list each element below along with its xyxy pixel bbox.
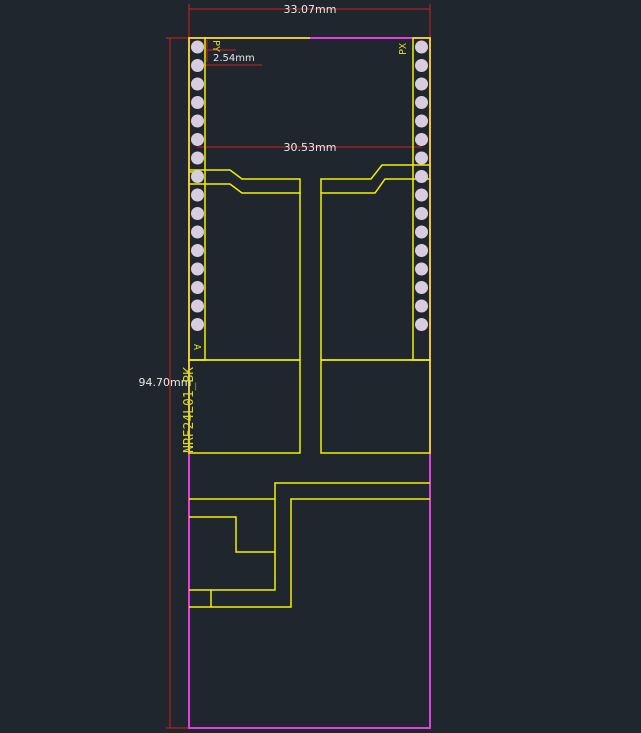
part-number-label: NRF24L01_BK [182, 367, 197, 453]
right-pad [415, 77, 428, 91]
row-spacing-label: 30.53mm [284, 141, 337, 154]
right-pad [415, 262, 428, 276]
bottom-trace-outer [189, 482, 430, 591]
left-trace-upper [189, 169, 301, 193]
copper-traces [188, 37, 431, 608]
right-pad [415, 40, 428, 54]
left-pad [191, 281, 204, 294]
left-pad [191, 170, 204, 183]
right-pad [415, 281, 428, 294]
left-pad [191, 299, 204, 313]
pin-pitch-label: 2.54mm [213, 53, 255, 64]
left-pad [191, 244, 204, 257]
right-pad-column [415, 40, 428, 331]
left-trace-lower [189, 183, 301, 360]
right-pad [415, 170, 428, 183]
dimension-lines [166, 4, 431, 729]
left-pad [191, 96, 204, 109]
left-pad [191, 133, 204, 146]
board-width-label: 33.07mm [284, 3, 337, 16]
px-label: PX [398, 43, 409, 55]
right-pad [415, 133, 428, 146]
right-lower-block [320, 359, 431, 454]
left-pad [191, 225, 204, 239]
bottom-trace-step [189, 516, 275, 553]
right-trace-lower [320, 178, 430, 360]
left-pad [191, 207, 204, 220]
left-lower-block [188, 359, 301, 454]
right-pad [415, 151, 428, 165]
left-pad [191, 77, 204, 91]
right-pad [415, 59, 428, 72]
left-pad [191, 40, 204, 54]
left-pad [191, 59, 204, 72]
right-pad [415, 318, 428, 331]
left-pad [191, 318, 204, 331]
right-pad [415, 299, 428, 313]
bottom-trace-inner [189, 498, 430, 608]
right-pad [415, 244, 428, 257]
right-trace-upper [320, 164, 430, 193]
right-pad [415, 188, 428, 202]
left-pad [191, 114, 204, 128]
right-pad [415, 114, 428, 128]
left-pad [191, 262, 204, 276]
right-pad [415, 225, 428, 239]
py-label: PY [210, 40, 221, 52]
right-pad [415, 96, 428, 109]
board-height-label: 94.70mm [139, 376, 192, 389]
right-pad [415, 207, 428, 220]
left-pad [191, 151, 204, 165]
left-pad [191, 188, 204, 202]
a-label: A [191, 344, 202, 350]
left-pad-column [191, 40, 204, 331]
